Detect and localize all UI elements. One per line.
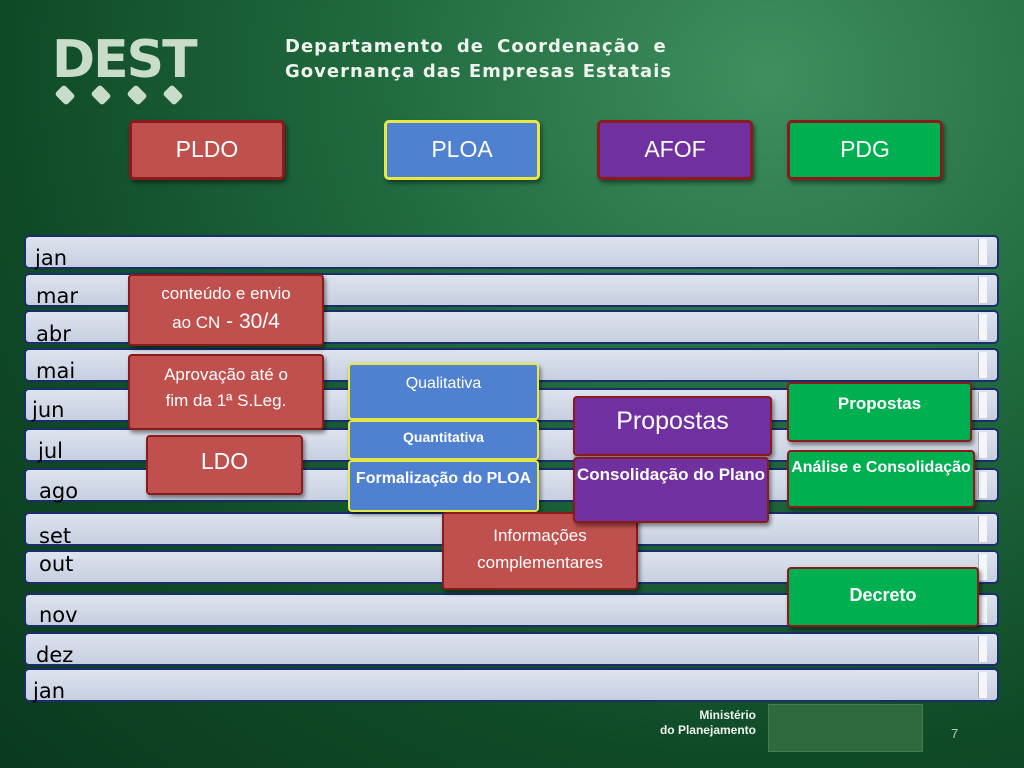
logo-text: DEST xyxy=(52,30,198,90)
month-label: mai xyxy=(36,359,76,383)
box-informacoes-complementares: Informações complementares xyxy=(442,512,638,590)
month-label: out xyxy=(39,552,74,576)
footer-box xyxy=(768,704,923,752)
category-pdg: PDG xyxy=(787,120,943,180)
box-conteudo-envio: conteúdo e envio ao CN - 30/4 xyxy=(128,274,324,346)
slide-number: 7 xyxy=(951,726,959,741)
ministerio-logo-text: Ministério do Planejamento xyxy=(659,708,756,737)
month-label: jul xyxy=(38,439,63,463)
logo-dots xyxy=(54,84,184,106)
category-afof: AFOF xyxy=(597,120,753,180)
header-title-line1: Departamento de Coordenação e xyxy=(285,36,667,57)
month-label: mar xyxy=(36,284,78,308)
category-ploa: PLOA xyxy=(384,120,540,180)
month-label: jun xyxy=(32,398,65,422)
box-quantitativa: Quantitativa xyxy=(348,420,539,460)
month-bar-jan xyxy=(24,235,999,269)
box-ldo: LDO xyxy=(146,435,303,495)
month-label: abr xyxy=(36,322,71,346)
box-formalizacao: Formalização do PLOA xyxy=(348,460,539,512)
box-propostas-afof: Propostas xyxy=(573,396,772,456)
box-decreto: Decreto xyxy=(787,567,979,627)
month-label: nov xyxy=(39,603,78,627)
header-title: Departamento de Coordenação e Governança… xyxy=(285,34,685,84)
category-pldo: PLDO xyxy=(129,120,285,180)
month-label: ago xyxy=(39,479,79,503)
dest-logo: DEST xyxy=(52,34,202,109)
month-label: jan xyxy=(33,679,66,703)
box-aprovacao: Aprovação até o fim da 1ª S.Leg. xyxy=(128,354,324,430)
month-label: dez xyxy=(36,643,74,667)
box-consolidacao-plano: Consolidação do Plano xyxy=(573,457,769,523)
header-title-line2: Governança das Empresas Estatais xyxy=(285,61,673,82)
box-qualitativa: Qualitativa xyxy=(348,363,539,420)
box-propostas-pdg: Propostas xyxy=(787,382,972,442)
month-label: set xyxy=(39,524,72,548)
month-label: jan xyxy=(35,246,68,270)
box-analise-consolidacao: Análise e Consolidação xyxy=(787,450,975,508)
month-bar-dez xyxy=(24,632,999,666)
month-bar-jan2 xyxy=(24,668,999,702)
